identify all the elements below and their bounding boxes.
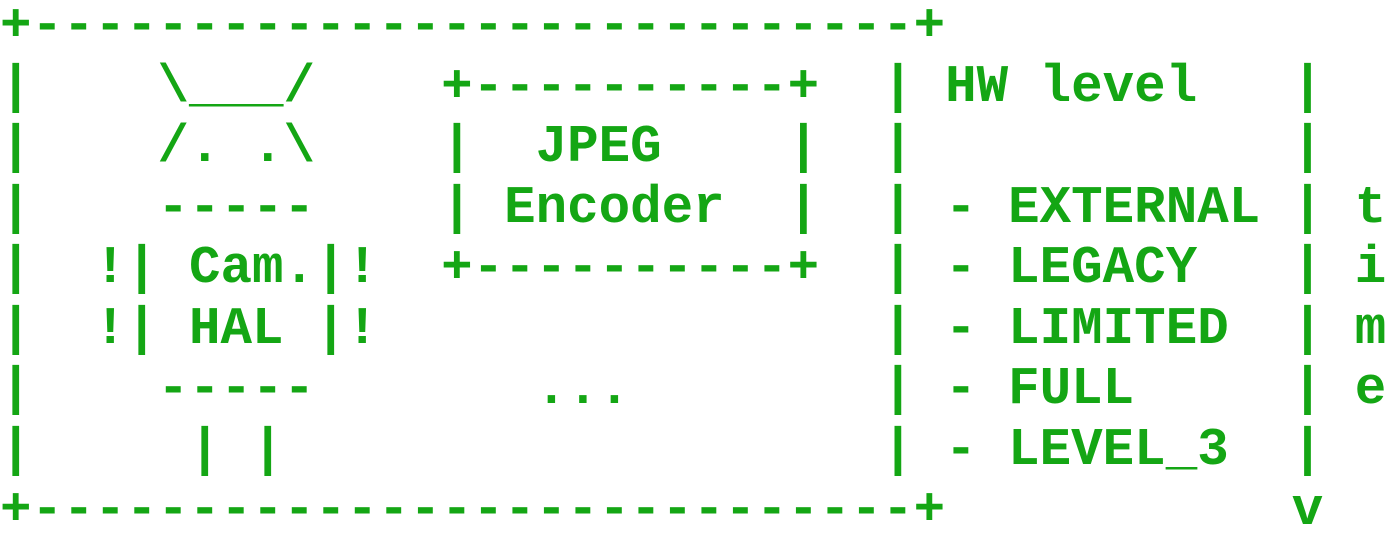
diagram-line-ellipsis-full: | ----- ... | - FULL | e <box>0 359 1387 419</box>
diagram-line-robot-head-jpeg-box-top-hw-level: | \___/ +----------+ | HW level | <box>0 56 1324 117</box>
diagram-line-bottom-border-time-arrow: +----------------------------+ v <box>0 480 1324 540</box>
diagram-line-hal-label-limited: | !| HAL |! | - LIMITED | m <box>0 298 1387 359</box>
diagram-line-robot-legs-level3: | | | | - LEVEL_3 | <box>0 419 1324 480</box>
diagram-line-encoder-label-external: | ----- | Encoder | | - EXTERNAL | t <box>0 177 1387 238</box>
diagram-line-top-border: +----------------------------+ <box>0 0 946 56</box>
diagram-line-cam-label-legacy: | !| Cam.|! +----------+ | - LEGACY | i <box>0 238 1387 298</box>
diagram-line-robot-eyes-jpeg-label: | /. .\ | JPEG | | | <box>0 117 1324 177</box>
